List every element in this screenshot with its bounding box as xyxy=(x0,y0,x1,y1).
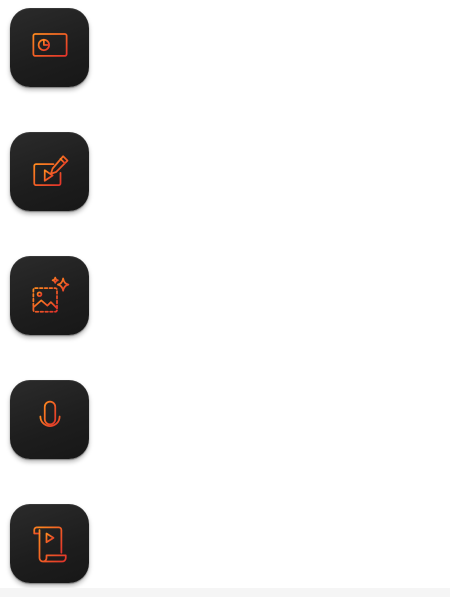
video-edit-icon xyxy=(29,151,71,193)
bottom-strip xyxy=(0,588,450,597)
presentation-app-tile[interactable] xyxy=(10,8,89,87)
presentation-monitor-icon xyxy=(29,27,71,69)
video-script-scroll-icon xyxy=(29,523,71,565)
audio-app-tile[interactable] xyxy=(10,380,89,459)
ai-image-sparkle-icon xyxy=(29,275,71,317)
ai-image-app-tile[interactable] xyxy=(10,256,89,335)
studio-microphone-icon xyxy=(29,399,71,441)
video-edit-app-tile[interactable] xyxy=(10,132,89,211)
script-app-tile[interactable] xyxy=(10,504,89,583)
